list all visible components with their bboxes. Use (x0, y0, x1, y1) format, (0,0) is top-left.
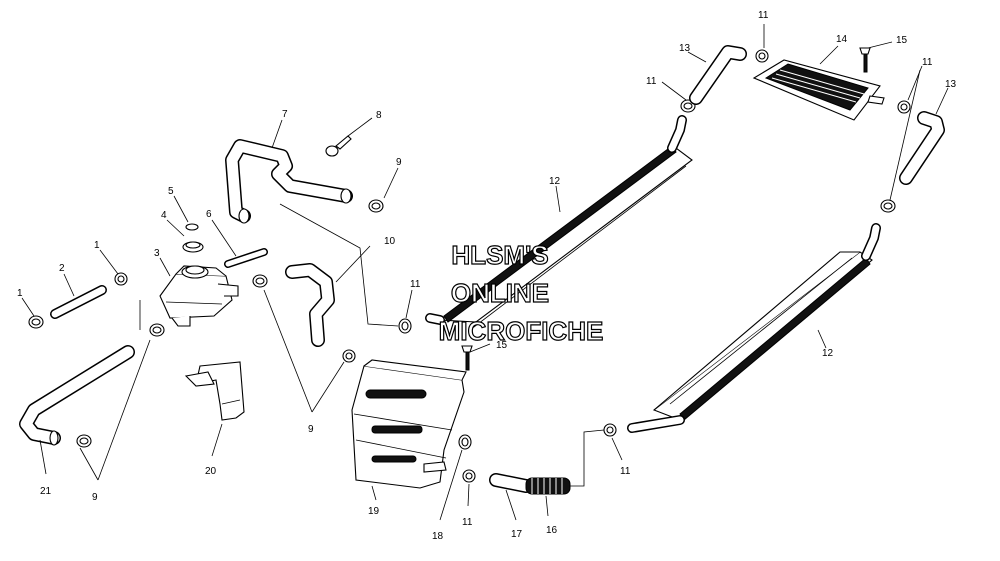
callout-2: 2 (59, 263, 65, 274)
callout-1-left: 1 (17, 288, 23, 299)
clamp-part-1-left (28, 315, 44, 329)
callout-8: 8 (376, 110, 382, 121)
callout-11-right: 11 (922, 57, 933, 68)
clamp-part-8 (325, 135, 352, 157)
callout-9-right: 9 (396, 157, 402, 168)
clamp-part-9-lower (342, 349, 356, 363)
heat-exchanger-part-19 (351, 359, 467, 489)
callout-7: 7 (282, 109, 288, 120)
callout-labels: 1 1 2 3 4 5 6 7 8 9 9 9 10 11 11 11 11 1… (17, 10, 957, 542)
callout-16: 16 (546, 525, 558, 536)
oring-part-5 (185, 223, 199, 231)
clamp-part-11-upper-right (897, 100, 911, 114)
callout-11-upper-channel: 11 (646, 76, 657, 87)
callout-14: 14 (836, 34, 848, 45)
bolt-part-15-top (859, 47, 871, 73)
clamp-part-11-top (755, 49, 769, 63)
hose-part-21 (19, 345, 135, 446)
callout-19: 19 (368, 506, 380, 517)
tube-part-2 (50, 285, 107, 319)
callout-12-upper: 12 (549, 176, 561, 187)
callout-5: 5 (168, 186, 174, 197)
hose-path-line (570, 429, 605, 487)
callout-15-top: 15 (896, 35, 908, 46)
bracket-part-20 (184, 361, 245, 421)
hose-part-17 (489, 473, 533, 493)
clamp-part-9-left (76, 434, 92, 448)
channel-part-12-lower (627, 223, 881, 433)
callout-21: 21 (40, 486, 52, 497)
bolt-part-15-middle (461, 345, 473, 371)
callout-15-middle: 15 (496, 340, 508, 351)
callout-13-right: 13 (945, 79, 957, 90)
callout-10: 10 (384, 236, 396, 247)
channel-part-12-upper (425, 115, 693, 331)
reservoir-tank-part-3 (159, 265, 239, 327)
callout-4: 4 (161, 210, 167, 221)
clamp-part-11-right (880, 199, 896, 213)
callout-17: 17 (511, 529, 523, 540)
callout-3: 3 (154, 248, 160, 259)
watermark-line-3: MICROFICHE (439, 316, 604, 346)
callout-11-middle: 11 (410, 279, 421, 290)
clamp-part-9-right (368, 199, 384, 213)
callout-13-upper: 13 (679, 43, 691, 54)
callout-9-left: 9 (92, 492, 98, 503)
callout-20: 20 (205, 466, 217, 477)
callout-1-upper: 1 (94, 240, 100, 251)
watermark-line-1: HLSM'S (451, 240, 548, 270)
watermark-line-2: ONLINE (451, 278, 549, 308)
clamp-part-9-upper (252, 274, 268, 288)
watermark: HLSM'S ONLINE MICROFICHE (438, 239, 604, 346)
callout-11-bottom: 11 (462, 517, 473, 528)
callout-9-middle: 9 (308, 424, 314, 435)
callout-11-top: 11 (758, 10, 769, 21)
clamp-part-11-middle (398, 318, 412, 334)
cap-part-4 (182, 241, 204, 253)
hose-part-7 (225, 139, 353, 224)
hose-part-13-right (899, 111, 945, 185)
clamp-part-11-bottom (462, 469, 476, 483)
callout-18: 18 (432, 531, 444, 542)
clamp-part-1-upper (114, 272, 128, 286)
callout-11-lower-right: 11 (620, 466, 631, 477)
leader-lines (21, 24, 949, 521)
clamp-tank-outlet (149, 323, 165, 337)
clamp-part-18 (458, 434, 472, 450)
tube-part-6 (224, 248, 268, 268)
cooler-part-14 (752, 59, 885, 121)
callout-12-lower: 12 (822, 348, 834, 359)
elbow-hose-part-10 (285, 263, 335, 347)
clamp-part-11-lower-right (603, 423, 617, 437)
hose-part-13-upper (689, 45, 747, 105)
spring-part-16 (525, 477, 571, 495)
callout-6: 6 (206, 209, 212, 220)
